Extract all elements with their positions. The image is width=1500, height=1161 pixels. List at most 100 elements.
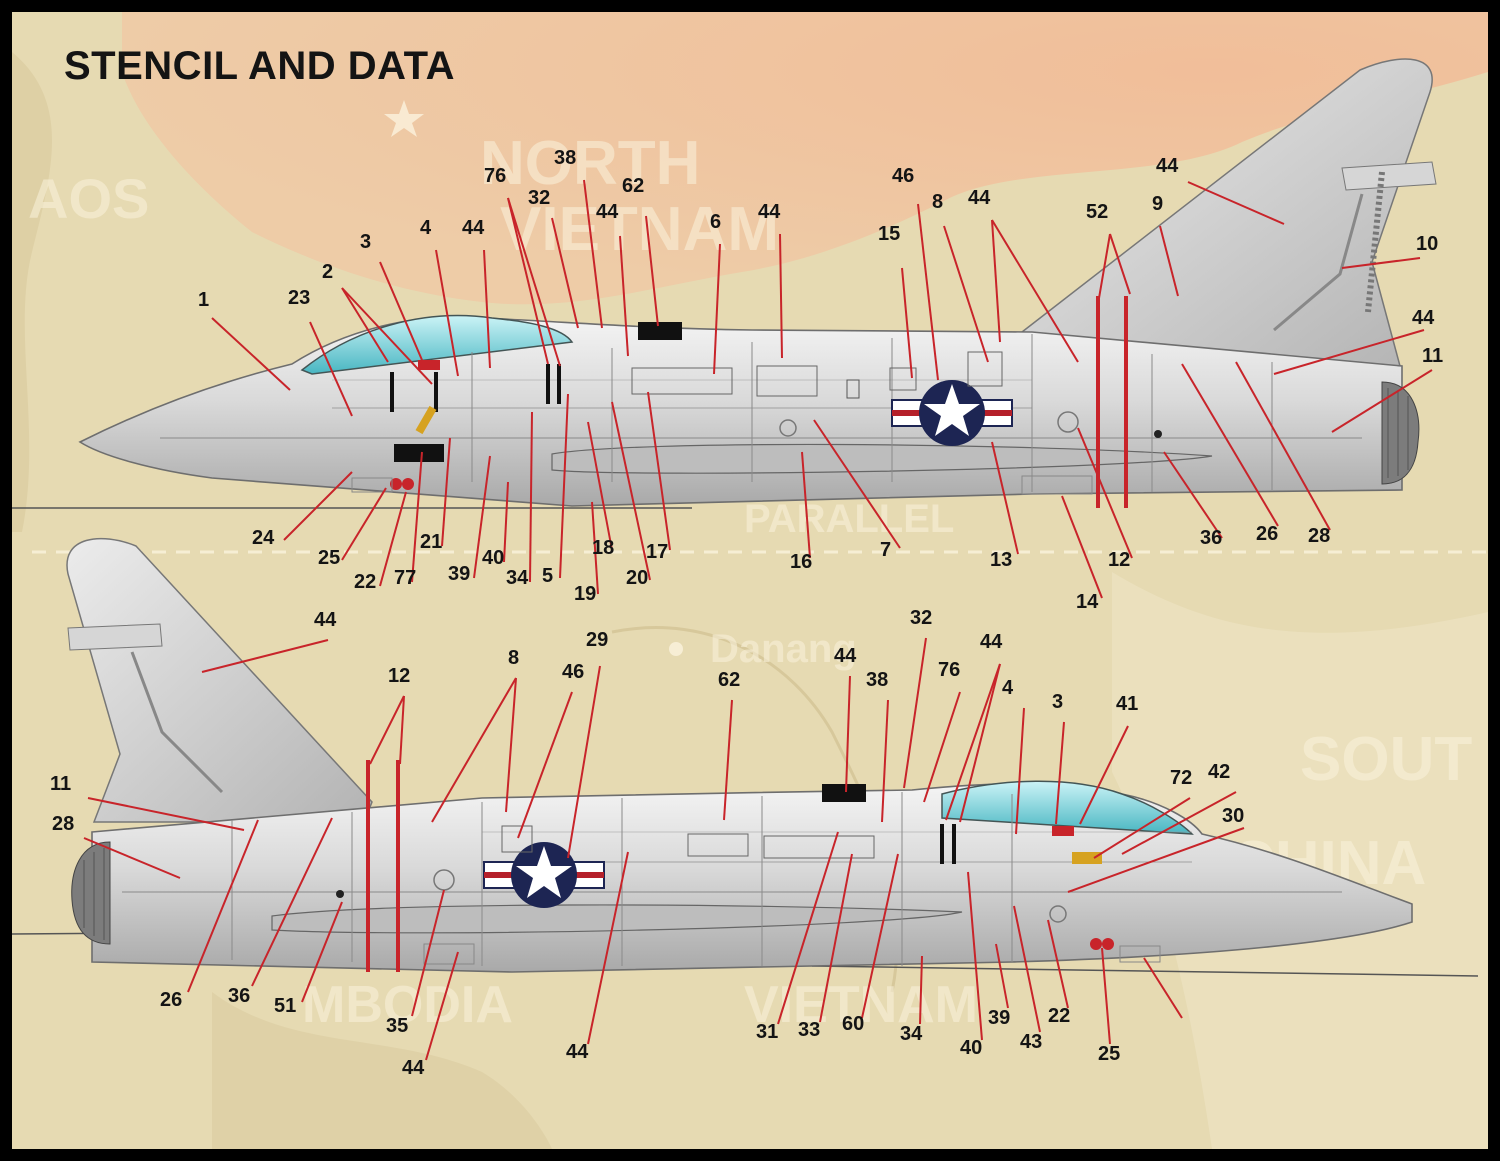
- map-label: MBODIA: [302, 976, 513, 1034]
- callout-number: 77: [394, 567, 416, 589]
- callout-number: 76: [938, 659, 960, 681]
- callout-number: 12: [388, 665, 410, 687]
- callout-number: 40: [482, 547, 504, 569]
- callout-number: 7: [880, 539, 891, 561]
- canopy: [941, 780, 1194, 835]
- canopy: [300, 314, 574, 375]
- callout-number: 72: [1170, 767, 1192, 789]
- callout-number: 12: [1108, 549, 1130, 571]
- callout-number: 19: [574, 583, 596, 605]
- callout-number: 34: [900, 1023, 923, 1045]
- callout-number: 5: [542, 565, 553, 587]
- callout-number: 60: [842, 1013, 864, 1035]
- callout-number: 43: [1020, 1031, 1042, 1053]
- pitot-line: [811, 965, 1479, 977]
- callout-number: 4: [420, 217, 432, 239]
- anti-glare-panel: [638, 322, 682, 340]
- callout-number: 46: [892, 165, 914, 187]
- callout-number: 36: [228, 985, 250, 1007]
- callout-number: 44: [980, 631, 1003, 653]
- stripe: [396, 760, 400, 972]
- stripe: [366, 760, 370, 972]
- map-labels: NORTH VIETNAM AOS PARALLEL Danang SOUT C…: [28, 129, 1472, 1034]
- vertical-tail: [1020, 58, 1433, 367]
- callout-number: 6: [710, 211, 721, 233]
- callout-number: 11: [50, 773, 71, 795]
- callout-number: 40: [960, 1037, 982, 1059]
- callout-number: 76: [484, 165, 506, 187]
- callouts-top: 1 23 2 3 4 44 76 38 32 62 44 6 44 15 46 …: [198, 147, 1443, 613]
- warning-stencil: [1052, 826, 1074, 836]
- callout-number: 26: [160, 989, 182, 1011]
- callout-number: 32: [528, 187, 550, 209]
- callout-number: 20: [626, 567, 648, 589]
- callout-number: 41: [1116, 693, 1138, 715]
- callout-number: 21: [420, 531, 442, 553]
- callout-number: 15: [878, 223, 900, 245]
- callout-number: 4: [1002, 677, 1014, 699]
- callout-number: 33: [798, 1019, 820, 1041]
- data-block: [394, 444, 444, 462]
- callout-number: 17: [646, 541, 668, 563]
- map-label: SOUT: [1300, 725, 1472, 794]
- callout-number: 44: [1412, 307, 1435, 329]
- callout-number: 46: [562, 661, 584, 683]
- aircraft-profile-right: [12, 58, 1437, 509]
- callout-number: 11: [1422, 345, 1443, 367]
- callout-number: 16: [790, 551, 812, 573]
- callouts-bottom: 44 11 28 26 36 51 12 35 44 8 46 29 44 62…: [50, 607, 1244, 1079]
- warning-stencil: [418, 360, 440, 370]
- decal-sheet-panel: NORTH VIETNAM AOS PARALLEL Danang SOUT C…: [12, 12, 1488, 1149]
- callout-number: 3: [1052, 691, 1063, 713]
- callout-number: 36: [1200, 527, 1222, 549]
- callout-number: 8: [508, 647, 519, 669]
- callout-number: 28: [1308, 525, 1330, 547]
- callout-number: 8: [932, 191, 943, 213]
- callout-number: 26: [1256, 523, 1278, 545]
- decal-diagram: NORTH VIETNAM AOS PARALLEL Danang SOUT C…: [12, 12, 1488, 1149]
- national-insignia: [891, 380, 1013, 446]
- callout-number: 42: [1208, 761, 1230, 783]
- callout-number: 39: [988, 1007, 1010, 1029]
- callout-number: 62: [718, 669, 740, 691]
- callout-number: 44: [596, 201, 619, 223]
- exhaust-nozzle: [71, 841, 111, 945]
- callout-number: 44: [834, 645, 857, 667]
- callout-number: 44: [758, 201, 781, 223]
- map-label: Danang: [710, 627, 857, 671]
- callout-number: 2: [322, 261, 333, 283]
- stripe: [1096, 296, 1100, 508]
- map-label: NORTH: [480, 129, 700, 198]
- callout-number: 13: [990, 549, 1012, 571]
- callout-number: 44: [462, 217, 485, 239]
- callout-number: 28: [52, 813, 74, 835]
- callout-leaders-bottom: [83, 637, 1245, 1061]
- capital-star-icon: [384, 100, 424, 137]
- exhaust-nozzle: [1381, 381, 1420, 485]
- callout-number: 62: [622, 175, 644, 197]
- callout-number: 10: [1416, 233, 1438, 255]
- anti-glare-panel: [822, 784, 866, 802]
- callout-number: 44: [1156, 155, 1179, 177]
- callout-number: 31: [756, 1021, 778, 1043]
- callout-number: 23: [288, 287, 310, 309]
- national-insignia: [483, 842, 605, 908]
- map-label: PARALLEL: [744, 497, 954, 541]
- callout-number: 3: [360, 231, 371, 253]
- callout-number: 22: [1048, 1005, 1070, 1027]
- callout-number: 39: [448, 563, 470, 585]
- callout-number: 32: [910, 607, 932, 629]
- callout-number: 51: [274, 995, 296, 1017]
- callout-number: 9: [1152, 193, 1163, 215]
- callout-number: 24: [252, 527, 275, 549]
- callout-leaders-top: [211, 179, 1433, 599]
- vertical-tail: [66, 537, 373, 823]
- callout-number: 44: [566, 1041, 589, 1063]
- callout-number: 34: [506, 567, 529, 589]
- page-title: STENCIL AND DATA: [64, 44, 455, 88]
- callout-number: 25: [318, 547, 340, 569]
- callout-number: 29: [586, 629, 608, 651]
- callout-number: 22: [354, 571, 376, 593]
- aircraft-profile-left: [12, 537, 1479, 977]
- map-label: AOS: [28, 167, 149, 230]
